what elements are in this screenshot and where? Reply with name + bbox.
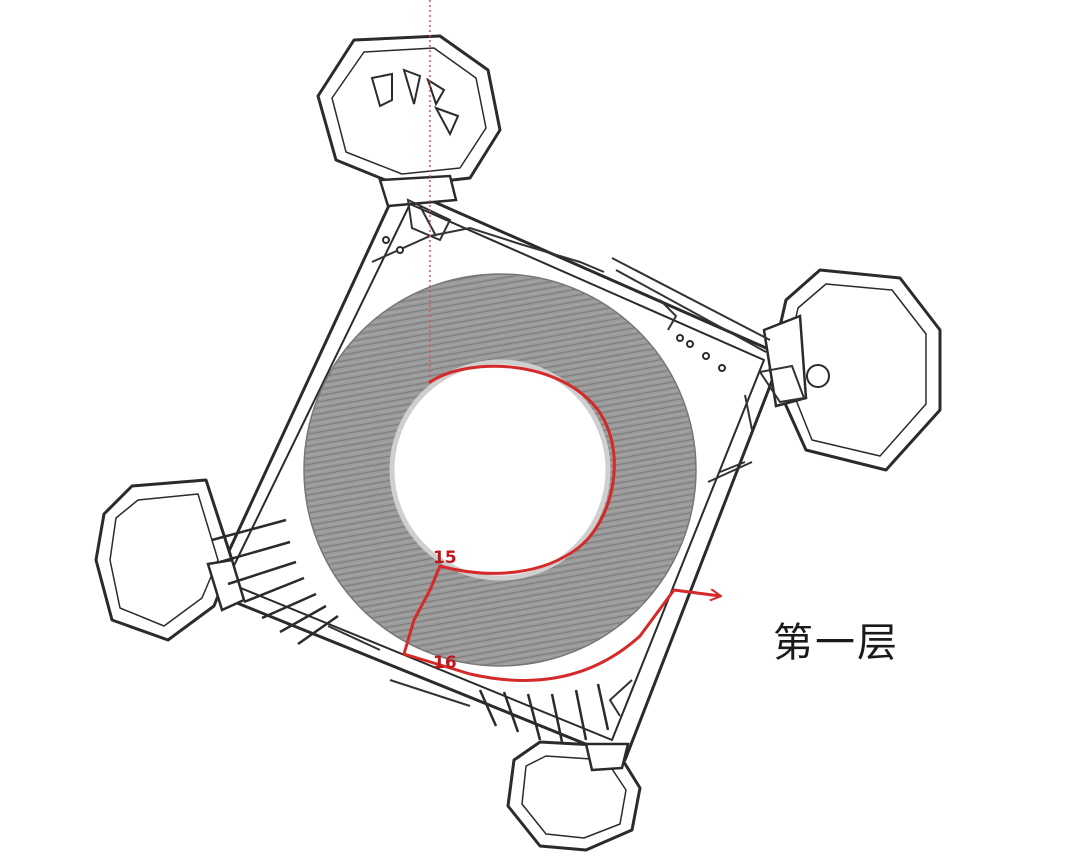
tower-rubble xyxy=(370,68,460,137)
route-marker-15: 15 xyxy=(433,548,457,568)
seating-steps-south xyxy=(478,683,610,743)
corner-tower-north xyxy=(316,34,502,188)
tower-connections xyxy=(206,174,808,772)
interior-rooms xyxy=(327,198,806,717)
floor-label: 第一层 xyxy=(773,620,899,666)
corner-tower-west xyxy=(94,478,234,642)
tour-route xyxy=(402,364,720,682)
pillars xyxy=(382,236,830,388)
route-marker-16: 16 xyxy=(433,653,457,673)
arena-seating-ring xyxy=(303,273,697,667)
seating-steps-west xyxy=(211,518,339,646)
